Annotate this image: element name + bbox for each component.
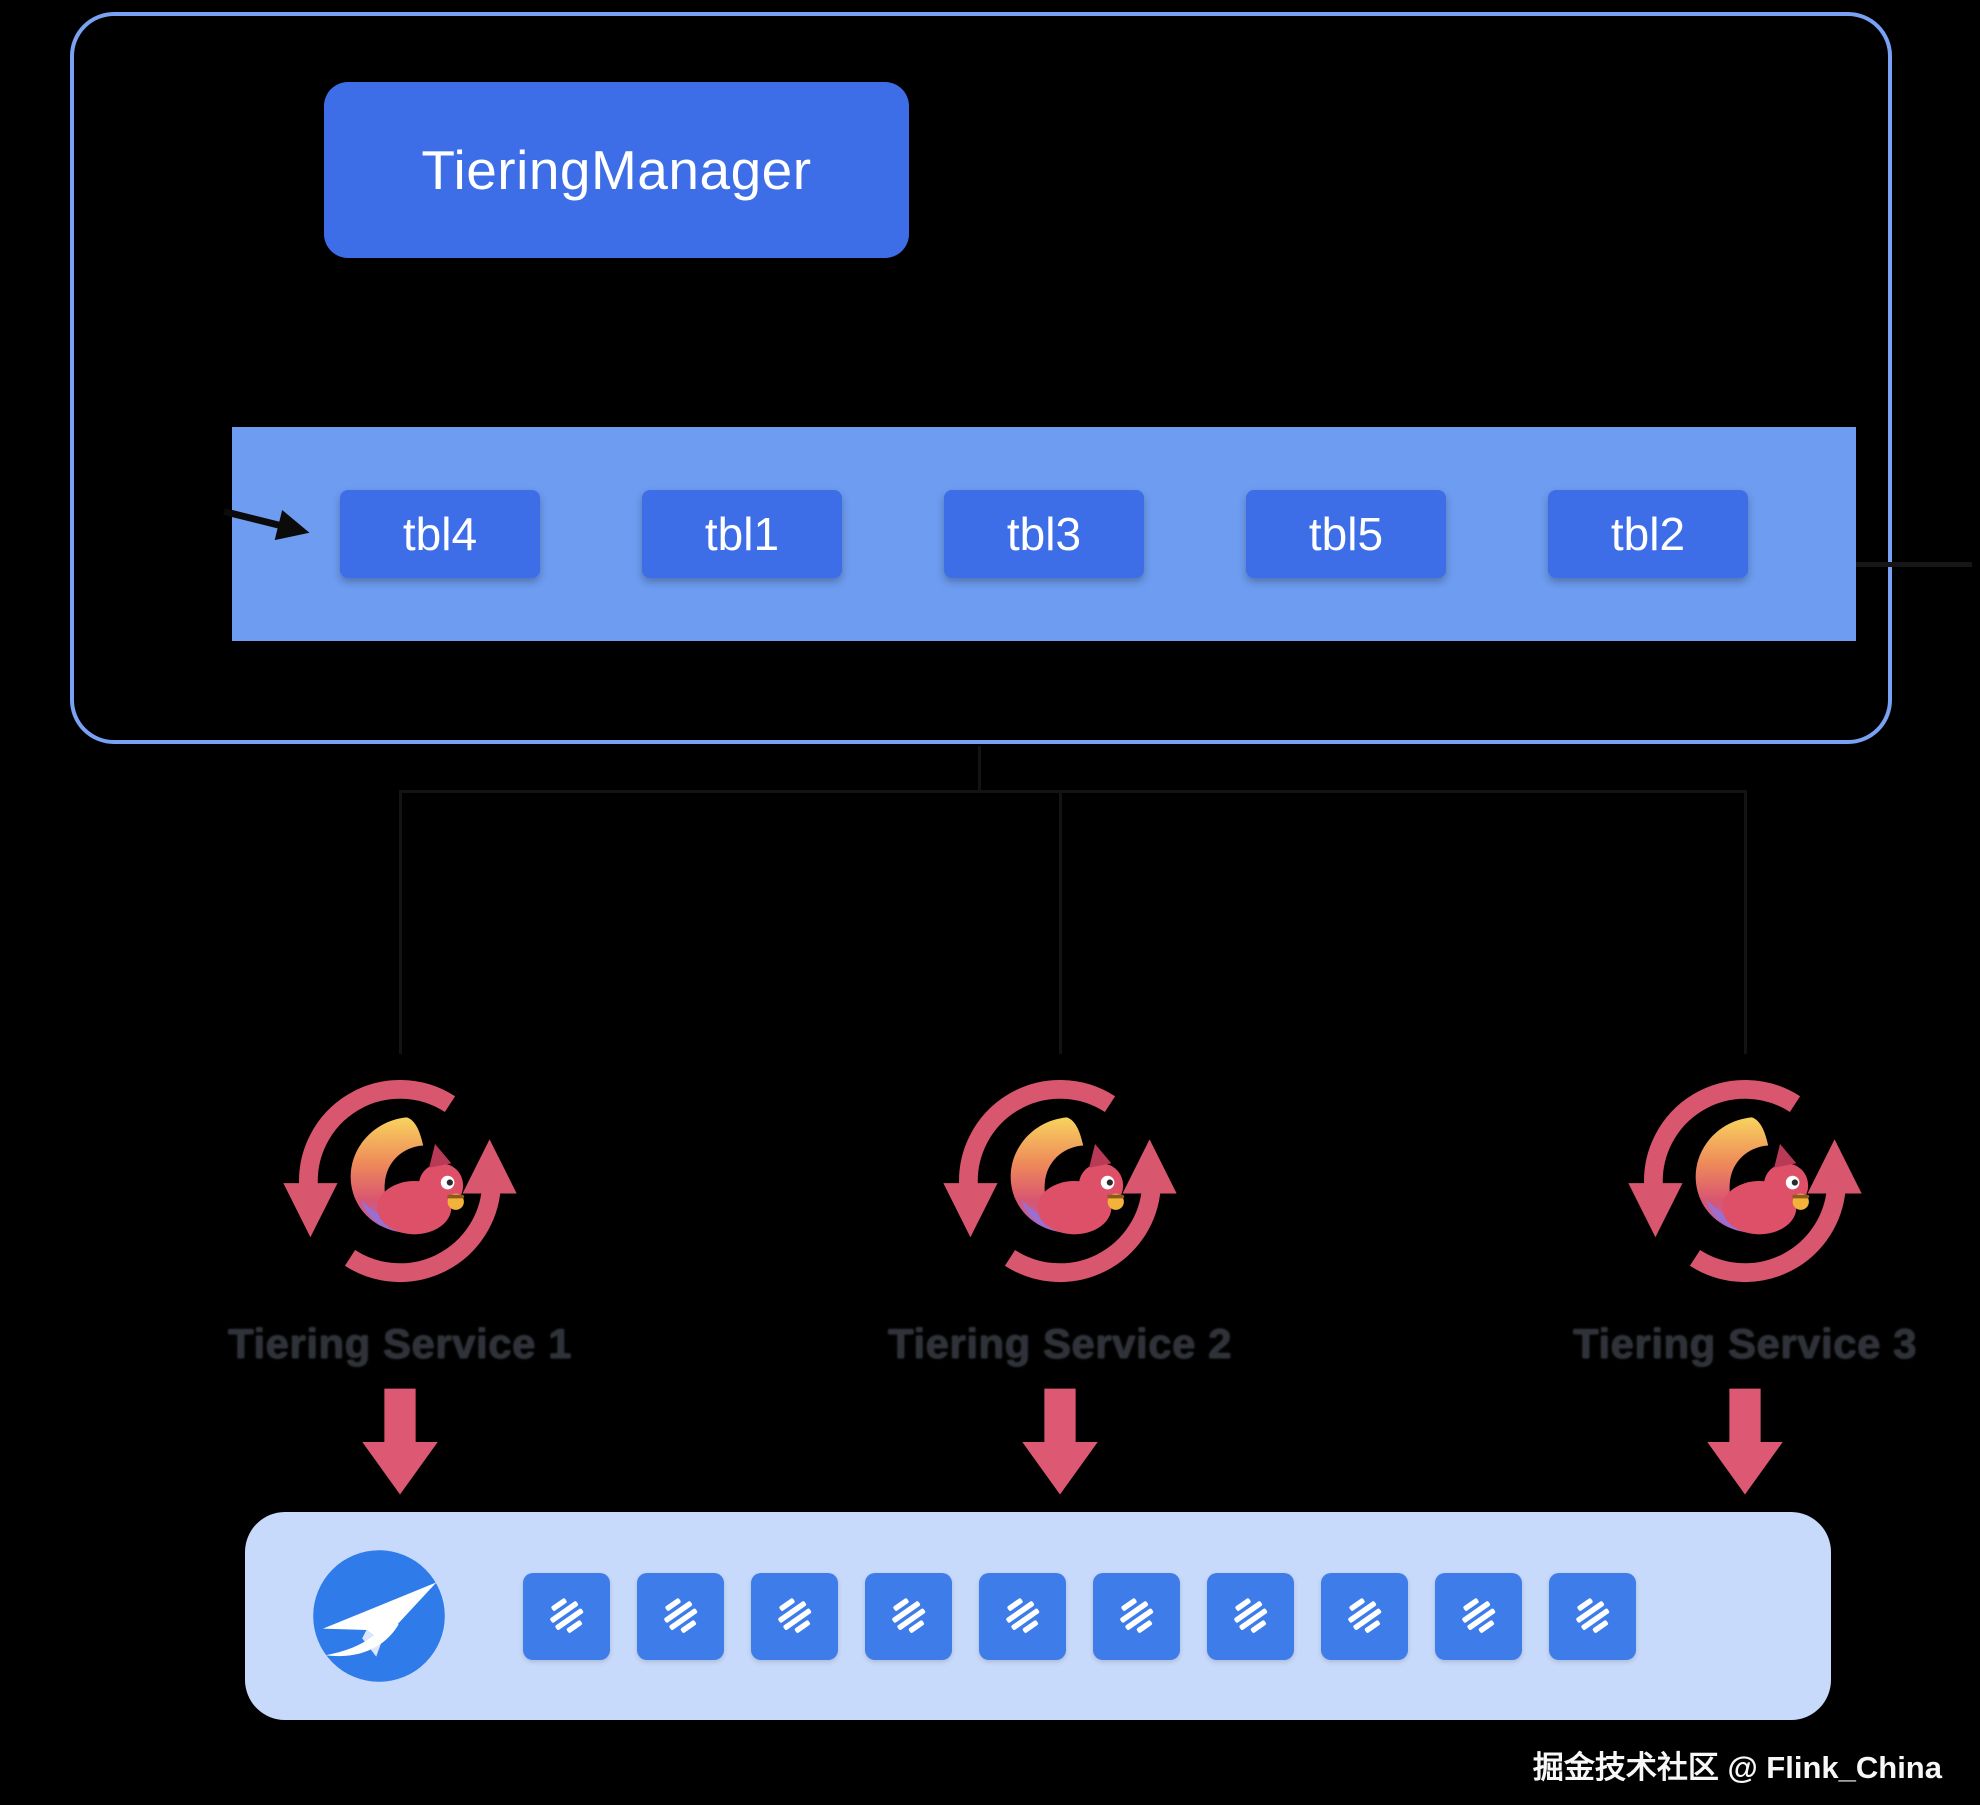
- down-arrow-icon: [1699, 1386, 1791, 1498]
- flink-squirrel-icon: [1672, 1110, 1820, 1258]
- tiering-service-3: Tiering Service 3: [1550, 1056, 1940, 1498]
- table-chip: tbl3: [944, 490, 1144, 578]
- layered-table-icon: [1105, 1584, 1169, 1648]
- table-chip-label: tbl3: [1006, 508, 1082, 560]
- tiering-service-1: Tiering Service 1: [205, 1056, 595, 1498]
- service-label: Tiering Service 1: [228, 1320, 572, 1367]
- layered-table-icon: [763, 1584, 827, 1648]
- service-loop-3: [1614, 1056, 1876, 1306]
- table-chip: tbl4: [340, 490, 540, 578]
- bucket-tile: [1435, 1572, 1522, 1660]
- table-queue-bar: tbl4 tbl1 tbl3 tbl5 tbl2: [232, 427, 1856, 641]
- connector-line: [1744, 792, 1747, 1054]
- layered-table-icon: [1447, 1584, 1511, 1648]
- layered-table-icon: [535, 1584, 599, 1648]
- bucket-tile: [1549, 1572, 1636, 1660]
- table-chip-label: tbl1: [704, 508, 780, 560]
- layered-table-icon: [877, 1584, 941, 1648]
- flink-squirrel-icon: [987, 1110, 1135, 1258]
- table-chip: tbl1: [642, 490, 842, 578]
- bucket-tile: [1093, 1572, 1180, 1660]
- layered-table-icon: [649, 1584, 713, 1648]
- tiering-manager-box: TieringManager tbl4 tbl1 tbl3 tbl5 tbl2: [70, 12, 1972, 744]
- bucket-tile: [865, 1572, 952, 1660]
- connector-line: [1059, 792, 1062, 1054]
- table-chip-label: tbl4: [402, 508, 478, 560]
- down-arrow-icon: [354, 1386, 446, 1498]
- service-loop-2: [929, 1056, 1191, 1306]
- service-label: Tiering Service 3: [1573, 1320, 1917, 1367]
- bucket-tile: [1207, 1572, 1294, 1660]
- connector-line: [399, 790, 1747, 793]
- flink-squirrel-icon: [327, 1110, 475, 1258]
- bucket-tile: [1321, 1572, 1408, 1660]
- layered-table-icon: [1219, 1584, 1283, 1648]
- table-chip: tbl2: [1548, 490, 1748, 578]
- layered-table-icon: [1561, 1584, 1625, 1648]
- storage-bar: [245, 1512, 1831, 1720]
- bucket-tile: [523, 1572, 610, 1660]
- tiering-service-2: Tiering Service 2: [865, 1056, 1255, 1498]
- bucket-list: [523, 1572, 1636, 1660]
- bucket-tile: [979, 1572, 1066, 1660]
- bucket-tile: [751, 1572, 838, 1660]
- layered-table-icon: [991, 1584, 1055, 1648]
- service-label: Tiering Service 2: [888, 1320, 1232, 1367]
- bucket-tile: [637, 1572, 724, 1660]
- tiering-manager-button: TieringManager: [324, 82, 909, 258]
- fluss-logo-icon: [309, 1546, 449, 1686]
- service-loop-1: [269, 1056, 531, 1306]
- table-chip: tbl5: [1246, 490, 1446, 578]
- connector-line: [399, 792, 402, 1054]
- layered-table-icon: [1333, 1584, 1397, 1648]
- connector-line: [978, 746, 981, 792]
- table-chip-label: tbl2: [1610, 508, 1686, 560]
- down-arrow-icon: [1014, 1386, 1106, 1498]
- tiering-manager-label: TieringManager: [421, 139, 812, 201]
- watermark: 掘金技术社区 @ Flink_China: [1532, 1750, 1942, 1785]
- table-chip-label: tbl5: [1308, 508, 1384, 560]
- queue-input-arrow-icon: [220, 496, 324, 556]
- queue-output-line: [1856, 562, 1972, 567]
